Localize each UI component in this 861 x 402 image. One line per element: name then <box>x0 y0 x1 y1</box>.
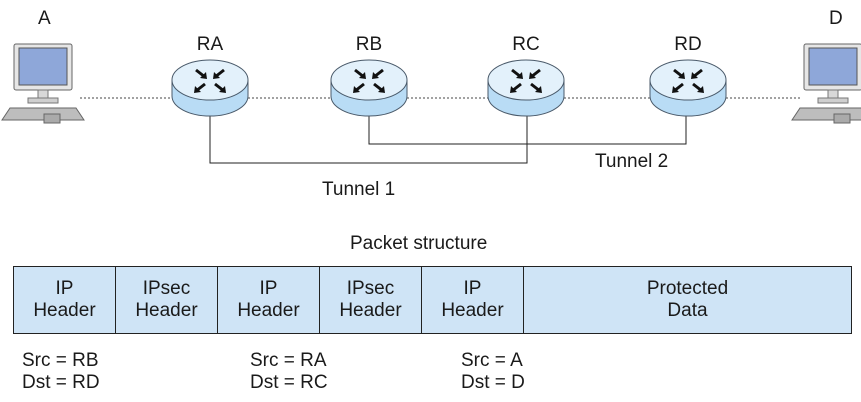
address-src: Src = RB <box>22 350 99 371</box>
field-line1: IP <box>55 278 74 299</box>
address-dst: Dst = D <box>461 372 525 393</box>
packet-structure-table: IP Header IPsec Header IP Header IPsec H… <box>13 266 852 334</box>
field-line2: Header <box>441 300 504 321</box>
tunnel-1-path <box>209 112 528 164</box>
router-rd-label: RD <box>674 34 702 55</box>
field-line1: IP <box>259 278 278 299</box>
router-ra-icon <box>170 58 250 118</box>
router-rc-icon <box>486 58 566 118</box>
router-rc-label: RC <box>512 34 540 55</box>
field-line2: Data <box>667 300 708 321</box>
address-note-middle: Src = RA Dst = RC <box>250 350 328 394</box>
host-d-label: D <box>829 8 843 29</box>
packet-field-protected-data: Protected Data <box>524 267 851 333</box>
field-line2: Header <box>237 300 300 321</box>
field-line1: IP <box>463 278 482 299</box>
field-line2: Header <box>33 300 96 321</box>
host-a-computer-icon <box>1 43 85 124</box>
address-dst: Dst = RD <box>22 372 100 393</box>
host-a-label: A <box>38 8 51 29</box>
network-diagram <box>1 43 861 164</box>
packet-field-middle-ip-header: IP Header <box>218 267 320 333</box>
router-rb-icon <box>329 58 409 118</box>
address-note-inner: Src = A Dst = D <box>461 350 525 394</box>
field-line2: Header <box>339 300 402 321</box>
packet-structure-title: Packet structure <box>350 233 488 254</box>
packet-field-outer-ip-header: IP Header <box>14 267 116 333</box>
router-rb-label: RB <box>355 34 383 55</box>
address-dst: Dst = RC <box>250 372 328 393</box>
packet-field-outer-ipsec-header: IPsec Header <box>116 267 218 333</box>
tunnel-2-path <box>368 112 687 145</box>
field-line2: Header <box>135 300 198 321</box>
packet-field-inner-ip-header: IP Header <box>422 267 524 333</box>
tunnel-2-label: Tunnel 2 <box>595 151 669 172</box>
address-src: Src = A <box>461 350 523 371</box>
router-ra-label: RA <box>196 34 224 55</box>
tunnel-1-label: Tunnel 1 <box>322 179 396 200</box>
packet-field-inner-ipsec-header: IPsec Header <box>320 267 422 333</box>
address-src: Src = RA <box>250 350 327 371</box>
field-line1: IPsec <box>346 278 395 299</box>
router-rd-icon <box>648 58 728 118</box>
field-line1: IPsec <box>142 278 191 299</box>
host-d-computer-icon <box>791 43 861 124</box>
field-line1: Protected <box>646 278 729 299</box>
address-note-outer: Src = RB Dst = RD <box>22 350 100 394</box>
